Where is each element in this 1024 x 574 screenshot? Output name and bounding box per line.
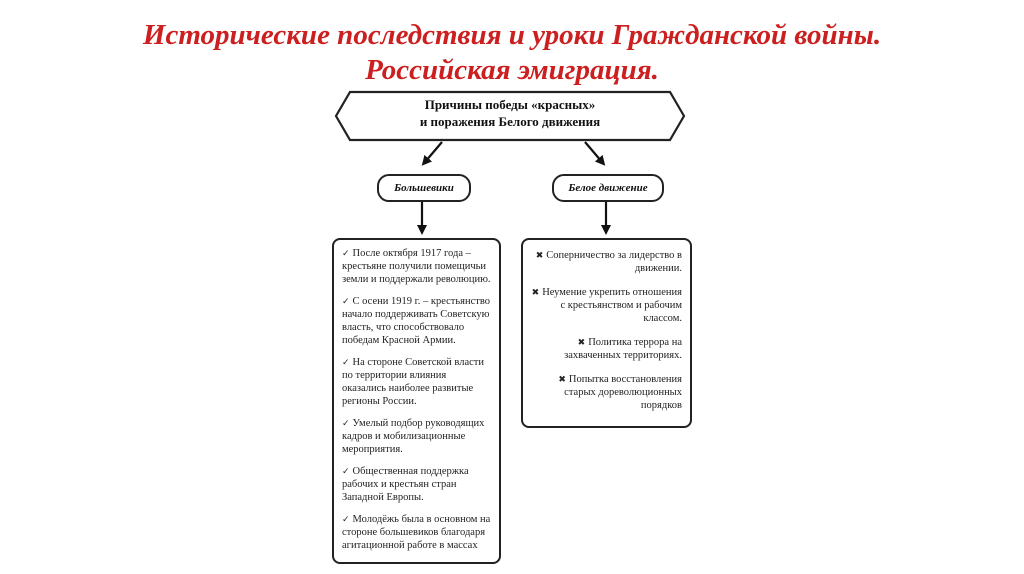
root-line1: Причины победы «красных» [424,97,596,112]
check-icon: ✓ [342,418,350,428]
page-title-line2: Российская эмиграция. [365,54,659,86]
right-item-text: Неумение укрепить отношения с крестьянст… [542,287,682,324]
arrow-root-to-right [584,141,606,166]
check-icon: ✓ [342,248,350,258]
check-icon: ✓ [342,514,350,524]
cross-icon: ✖ [535,250,544,260]
bolsheviks-panel: ✓После октября 1917 года – крестьяне пол… [332,238,501,564]
left-list-item: ✓Умелый подбор руководящих кадров и моби… [342,417,491,456]
left-item-text: На стороне Советской власти по территори… [342,357,485,407]
right-list-item: ✖Попытка восстановления старых дореволюц… [531,373,682,412]
root-box-label: Причины победы «красных» и поражения Бел… [345,96,675,130]
left-list-item: ✓Молодёжь была в основном на стороне бол… [342,513,491,552]
bolsheviks-label: Большевики [377,174,471,202]
right-list-item: ✖Соперничество за лидерство в движении. [531,249,682,275]
cross-icon: ✖ [558,374,566,384]
check-icon: ✓ [342,357,350,367]
page-title-line1: Исторические последствия и уроки Граждан… [142,19,882,51]
left-item-text: Молодёжь была в основном на стороне боль… [342,514,491,551]
right-item-text: Политика террора на захваченных территор… [564,337,682,361]
left-list-item: ✓На стороне Советской власти по территор… [342,356,491,408]
white-movement-label: Белое движение [552,174,664,202]
left-list-item: ✓После октября 1917 года – крестьяне пол… [342,247,491,286]
left-item-text: После октября 1917 года – крестьяне полу… [342,248,491,285]
cross-icon: ✖ [531,287,540,297]
right-list-item: ✖Неумение укрепить отношения с крестьянс… [531,286,682,325]
white-movement-panel: ✖Соперничество за лидерство в движении.✖… [521,238,692,428]
right-item-text: Соперничество за лидерство в движении. [546,250,682,274]
arrow-root-to-left [421,141,443,166]
left-item-text: С осени 1919 г. – крестьянство начало по… [342,296,491,346]
check-icon: ✓ [342,296,350,306]
check-icon: ✓ [342,466,350,476]
root-box-shape [334,90,686,142]
right-list-item: ✖Политика террора на захваченных террито… [531,336,682,362]
left-list-item: ✓С осени 1919 г. – крестьянство начало п… [342,295,491,347]
right-item-text: Попытка восстановления старых дореволюци… [564,374,682,411]
left-item-text: Умелый подбор руководящих кадров и мобил… [342,418,485,455]
left-item-text: Общественная поддержка рабочих и крестья… [342,466,469,503]
root-line2: и поражения Белого движения [419,114,601,129]
left-list-item: ✓Общественная поддержка рабочих и кресть… [342,465,491,504]
cross-icon: ✖ [577,337,586,347]
